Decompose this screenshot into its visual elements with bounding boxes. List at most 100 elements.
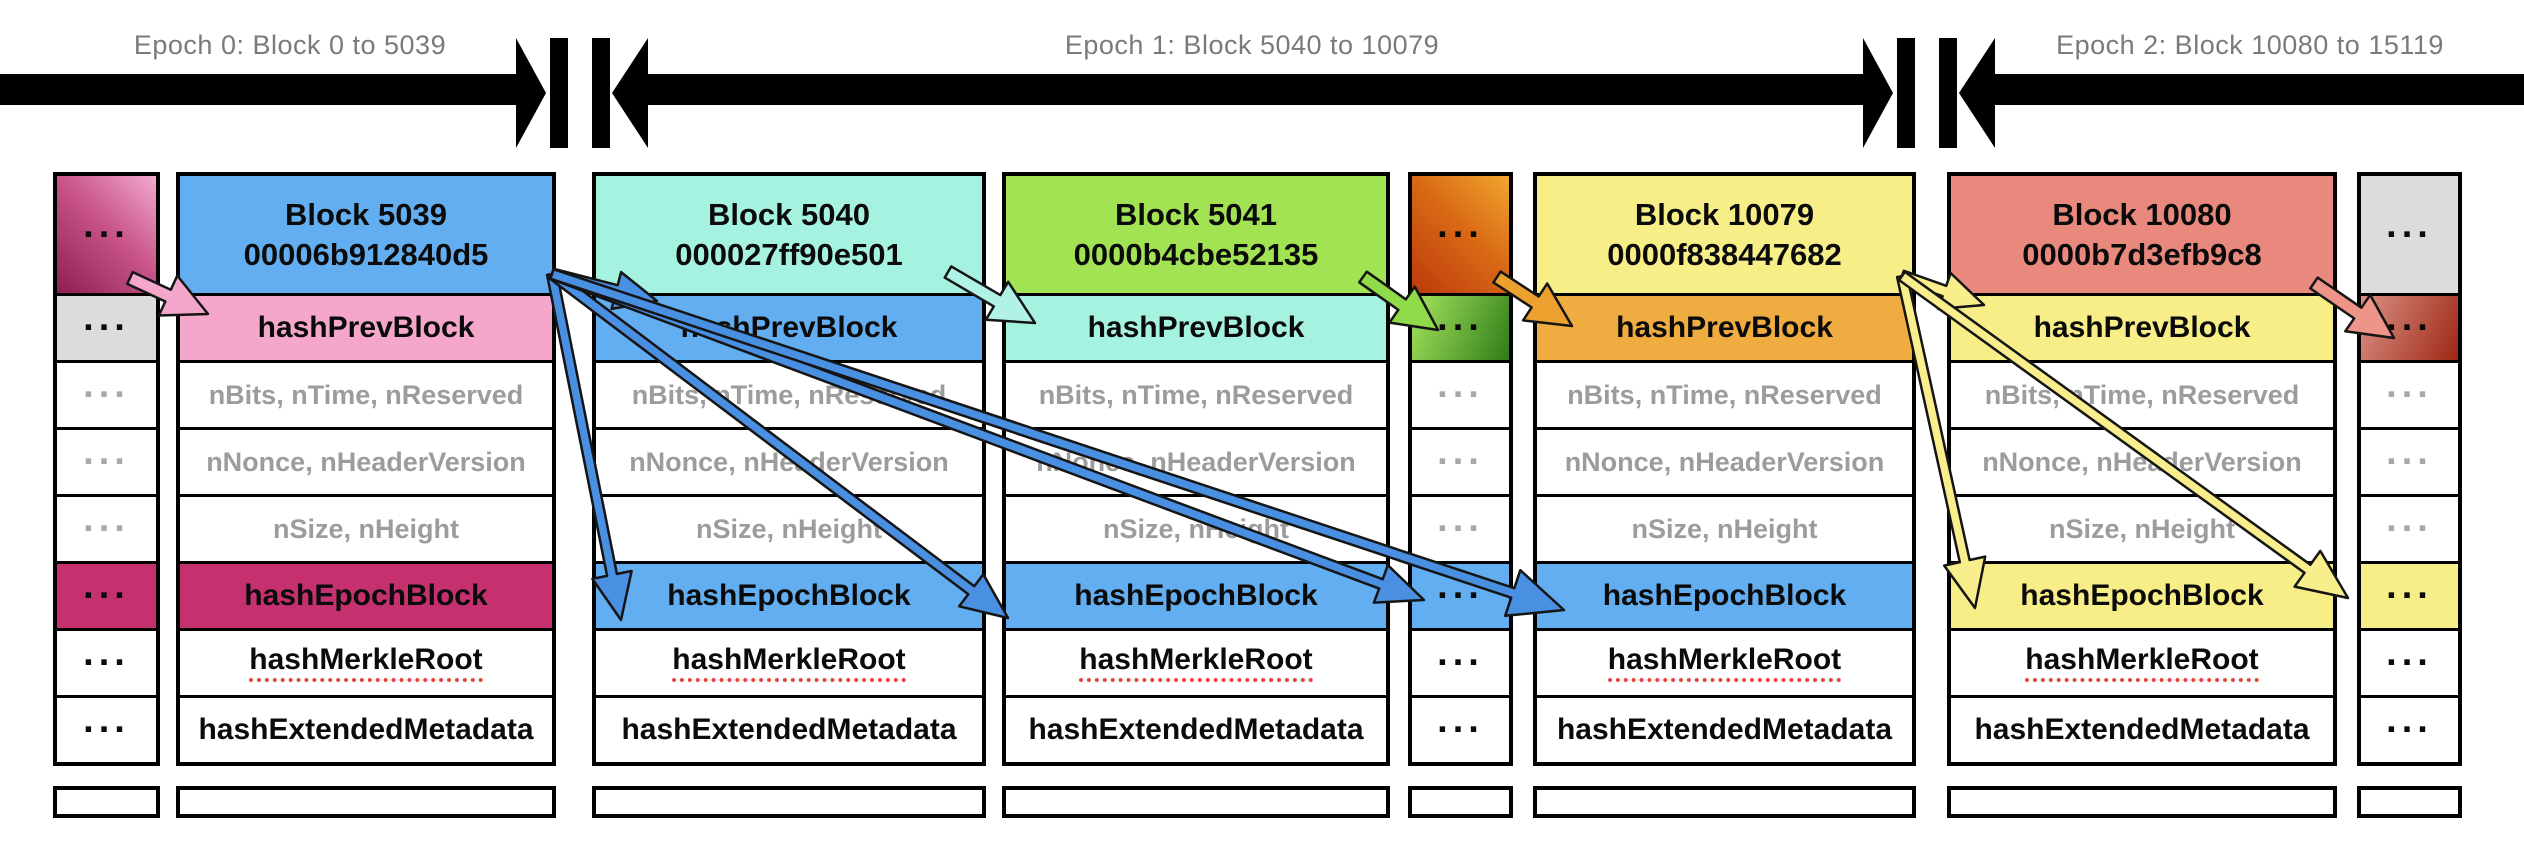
block-10080-row-nonce: nNonce, nHeaderVersion <box>1951 427 2333 494</box>
block-10079-row-prev-label: hashPrevBlock <box>1616 311 1833 344</box>
block-5040-row-epoch-label: hashEpochBlock <box>667 579 911 612</box>
block-5039-row-epoch-label: hashEpochBlock <box>244 579 488 612</box>
block-5039-row-merkle-label: hashMerkleRoot <box>249 644 483 682</box>
block-5039-row-meta-label: hashExtendedMetadata <box>198 713 534 746</box>
block-5038-row-merkle: ... <box>57 628 156 695</box>
block-10079-row-meta-label: hashExtendedMetadata <box>1556 713 1893 746</box>
block-10078-row-nonce-label: ... <box>1437 431 1484 474</box>
block-5039-row-prev: hashPrevBlock <box>180 293 552 360</box>
block-10079-row-nonce-label: nNonce, nHeaderVersion <box>1564 446 1885 477</box>
block-10081-ellipsis: ... <box>2386 203 2433 246</box>
block-5038-row-epoch-label: ... <box>83 565 130 608</box>
block-5041-row-bits-label: nBits, nTime, nReserved <box>1038 379 1354 410</box>
block-10081-row-epoch-label: ... <box>2386 565 2433 608</box>
block-5038-row-merkle-label: ... <box>83 632 130 675</box>
block-5041-row-size-label: nSize, nHeight <box>1102 513 1289 544</box>
block-10081-row-nonce-label: ... <box>2386 431 2433 474</box>
block-5040-hash: 000027ff90e501 <box>675 236 903 272</box>
block-10081-row-meta: ... <box>2361 695 2458 762</box>
block-5038-row-prev: ... <box>57 293 156 360</box>
block-5038-header: ... <box>57 176 156 293</box>
block-5039-row-bits: nBits, nTime, nReserved <box>180 360 552 427</box>
epoch-1-label: Epoch 1: Block 5040 to 10079 <box>1064 30 1440 60</box>
block-10079-row-prev: hashPrevBlock <box>1537 293 1912 360</box>
block-5041-row-epoch-label: hashEpochBlock <box>1074 579 1318 612</box>
block-5040-row-size: nSize, nHeight <box>596 494 982 561</box>
block-5040-row-merkle-label: hashMerkleRoot <box>672 644 906 682</box>
block-10080-row-nonce-label: nNonce, nHeaderVersion <box>1982 446 2302 477</box>
block-10078-row-prev: ... <box>1412 293 1509 360</box>
block-10080-row-size: nSize, nHeight <box>1951 494 2333 561</box>
block-5041-row-meta: hashExtendedMetadata <box>1006 695 1386 762</box>
block-10081-row-prev: ... <box>2361 293 2458 360</box>
block-10079-row-bits-label: nBits, nTime, nReserved <box>1567 379 1882 410</box>
block-10078-column: ........................ <box>1408 172 1513 766</box>
block-10078-header: ... <box>1412 176 1509 293</box>
block-10078-row-epoch: ... <box>1412 561 1509 628</box>
block-10080-row-merkle: hashMerkleRoot <box>1951 628 2333 695</box>
block-10080-footer-cell <box>1947 786 2337 818</box>
block-5040-row-size-label: nSize, nHeight <box>695 513 882 544</box>
block-5038-row-epoch: ... <box>57 561 156 628</box>
block-5041-row-meta-label: hashExtendedMetadata <box>1028 713 1364 746</box>
block-5038-footer-cell <box>53 786 160 818</box>
block-5041-footer-cell <box>1002 786 1390 818</box>
block-10079-hash: 0000f838447682 <box>1607 236 1842 272</box>
block-10080-title: Block 10080 <box>2052 196 2232 232</box>
block-5041-row-nonce: nNonce, nHeaderVersion <box>1006 427 1386 494</box>
block-5038-row-bits-label: ... <box>83 364 130 407</box>
block-10079-header: Block 10079 0000f838447682 <box>1537 176 1912 293</box>
block-5039-footer-cell <box>176 786 556 818</box>
block-10079-row-bits: nBits, nTime, nReserved <box>1537 360 1912 427</box>
block-10081-row-size: ... <box>2361 494 2458 561</box>
block-10080-hash: 0000b7d3efb9c8 <box>2022 236 2262 272</box>
block-10078-row-epoch-label: ... <box>1437 565 1484 608</box>
block-10080-row-size-label: nSize, nHeight <box>2048 513 2235 544</box>
block-5040-row-nonce: nNonce, nHeaderVersion <box>596 427 982 494</box>
block-10081-row-bits-label: ... <box>2386 364 2433 407</box>
block-10079-row-merkle-label: hashMerkleRoot <box>1607 644 1842 682</box>
block-5040-footer-cell <box>592 786 986 818</box>
timeline-segment-1 <box>648 74 1863 105</box>
block-5040-row-bits: nBits, nTime, nReserved <box>596 360 982 427</box>
block-10081-header: ... <box>2361 176 2458 293</box>
block-10081-row-meta-label: ... <box>2386 699 2433 742</box>
block-5039-row-bits-label: nBits, nTime, nReserved <box>208 379 524 410</box>
block-5039-row-size-label: nSize, nHeight <box>272 513 459 544</box>
block-10080-row-meta: hashExtendedMetadata <box>1951 695 2333 762</box>
block-5039-row-meta: hashExtendedMetadata <box>180 695 552 762</box>
block-10080-row-prev: hashPrevBlock <box>1951 293 2333 360</box>
block-5041-hash: 0000b4cbe52135 <box>1073 236 1319 272</box>
timeline-segment-2 <box>1995 74 2524 105</box>
block-10079-row-size-label: nSize, nHeight <box>1631 513 1818 544</box>
block-10081-footer-cell <box>2357 786 2462 818</box>
block-10080-row-meta-label: hashExtendedMetadata <box>1974 713 2310 746</box>
block-10080-row-prev-label: hashPrevBlock <box>2033 311 2251 344</box>
block-10078-footer-cell <box>1408 786 1513 818</box>
block-10078-row-size: ... <box>1412 494 1509 561</box>
block-5041-row-merkle: hashMerkleRoot <box>1006 628 1386 695</box>
block-10079-row-meta: hashExtendedMetadata <box>1537 695 1912 762</box>
block-10081-row-size-label: ... <box>2386 498 2433 541</box>
block-5041-row-prev: hashPrevBlock <box>1006 293 1386 360</box>
block-5039-row-merkle: hashMerkleRoot <box>180 628 552 695</box>
block-10079-row-size: nSize, nHeight <box>1537 494 1912 561</box>
block-5041-row-merkle-label: hashMerkleRoot <box>1079 644 1313 682</box>
block-10078-row-size-label: ... <box>1437 498 1484 541</box>
block-10078-row-merkle-label: ... <box>1437 632 1484 675</box>
block-10079-row-epoch: hashEpochBlock <box>1537 561 1912 628</box>
block-10080-row-merkle-label: hashMerkleRoot <box>2025 644 2259 682</box>
block-10080-row-bits-label: nBits, nTime, nReserved <box>1984 379 2300 410</box>
block-5038-row-meta: ... <box>57 695 156 762</box>
block-10078-row-nonce: ... <box>1412 427 1509 494</box>
block-10080-column: Block 10080 0000b7d3efb9c8 hashPrevBlock nB… <box>1947 172 2337 766</box>
block-5040-row-meta-label: hashExtendedMetadata <box>621 713 957 746</box>
epoch-2-label: Epoch 2: Block 10080 to 15119 <box>2056 30 2444 60</box>
block-10079-title: Block 10079 <box>1634 196 1815 232</box>
